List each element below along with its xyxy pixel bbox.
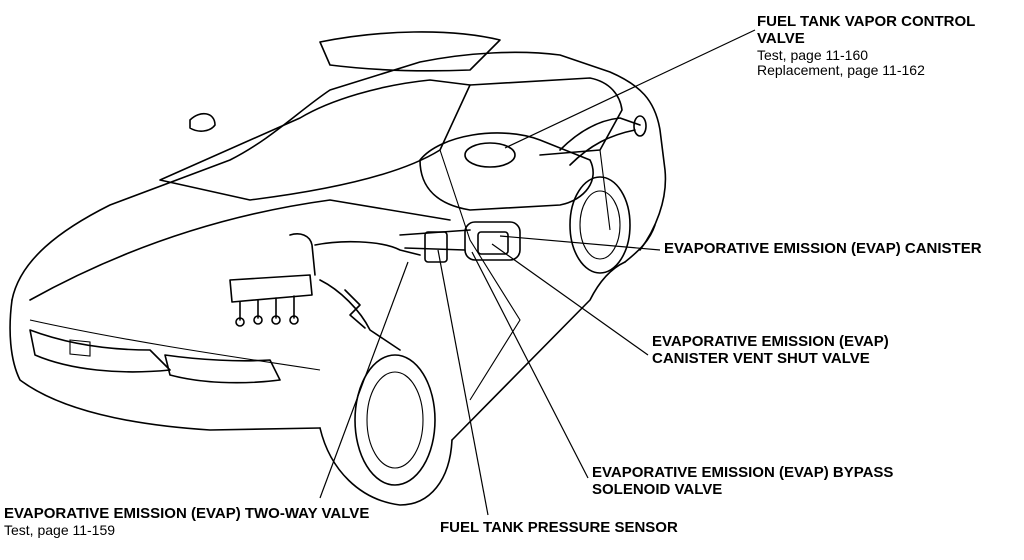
evap-canister xyxy=(399,221,521,263)
vent-shut-title-2: CANISTER VENT SHUT VALVE xyxy=(652,349,870,367)
fuel-tank xyxy=(419,115,647,211)
label-two-way-valve: EVAPORATIVE EMISSION (EVAP) TWO-WAY VALV… xyxy=(4,505,370,538)
pressure-sensor-title: FUEL TANK PRESSURE SENSOR xyxy=(440,519,678,536)
fuel-rail-injectors xyxy=(229,233,421,351)
label-evap-canister: EVAPORATIVE EMISSION (EVAP) CANISTER xyxy=(664,240,982,258)
bypass-title-2: SOLENOID VALVE xyxy=(592,480,723,498)
canister-title: EVAPORATIVE EMISSION (EVAP) CANISTER xyxy=(664,240,982,257)
label-fuel-tank-vapor-control-valve: FUEL TANK VAPOR CONTROL VALVE Test, page… xyxy=(757,13,976,79)
two-way-test-ref: Test, page 11-159 xyxy=(4,521,116,538)
vapor-valve-replacement-ref: Replacement, page 11-162 xyxy=(757,62,925,79)
label-bypass-solenoid-valve: EVAPORATIVE EMISSION (EVAP) BYPASS SOLEN… xyxy=(592,464,894,499)
two-way-title: EVAPORATIVE EMISSION (EVAP) TWO-WAY VALV… xyxy=(4,505,370,522)
label-canister-vent-shut-valve: EVAPORATIVE EMISSION (EVAP) CANISTER VEN… xyxy=(652,333,889,368)
car-body xyxy=(9,31,667,506)
leader-lines xyxy=(319,29,756,516)
vapor-valve-title-2: VALVE xyxy=(757,29,805,47)
bypass-title-1: EVAPORATIVE EMISSION (EVAP) BYPASS xyxy=(592,464,894,481)
label-fuel-tank-pressure-sensor: FUEL TANK PRESSURE SENSOR xyxy=(440,519,678,537)
vent-shut-title-1: EVAPORATIVE EMISSION (EVAP) xyxy=(652,333,889,350)
vapor-valve-test-ref: Test, page 11-160 xyxy=(757,46,869,63)
vapor-valve-title-1: FUEL TANK VAPOR CONTROL xyxy=(757,13,976,30)
